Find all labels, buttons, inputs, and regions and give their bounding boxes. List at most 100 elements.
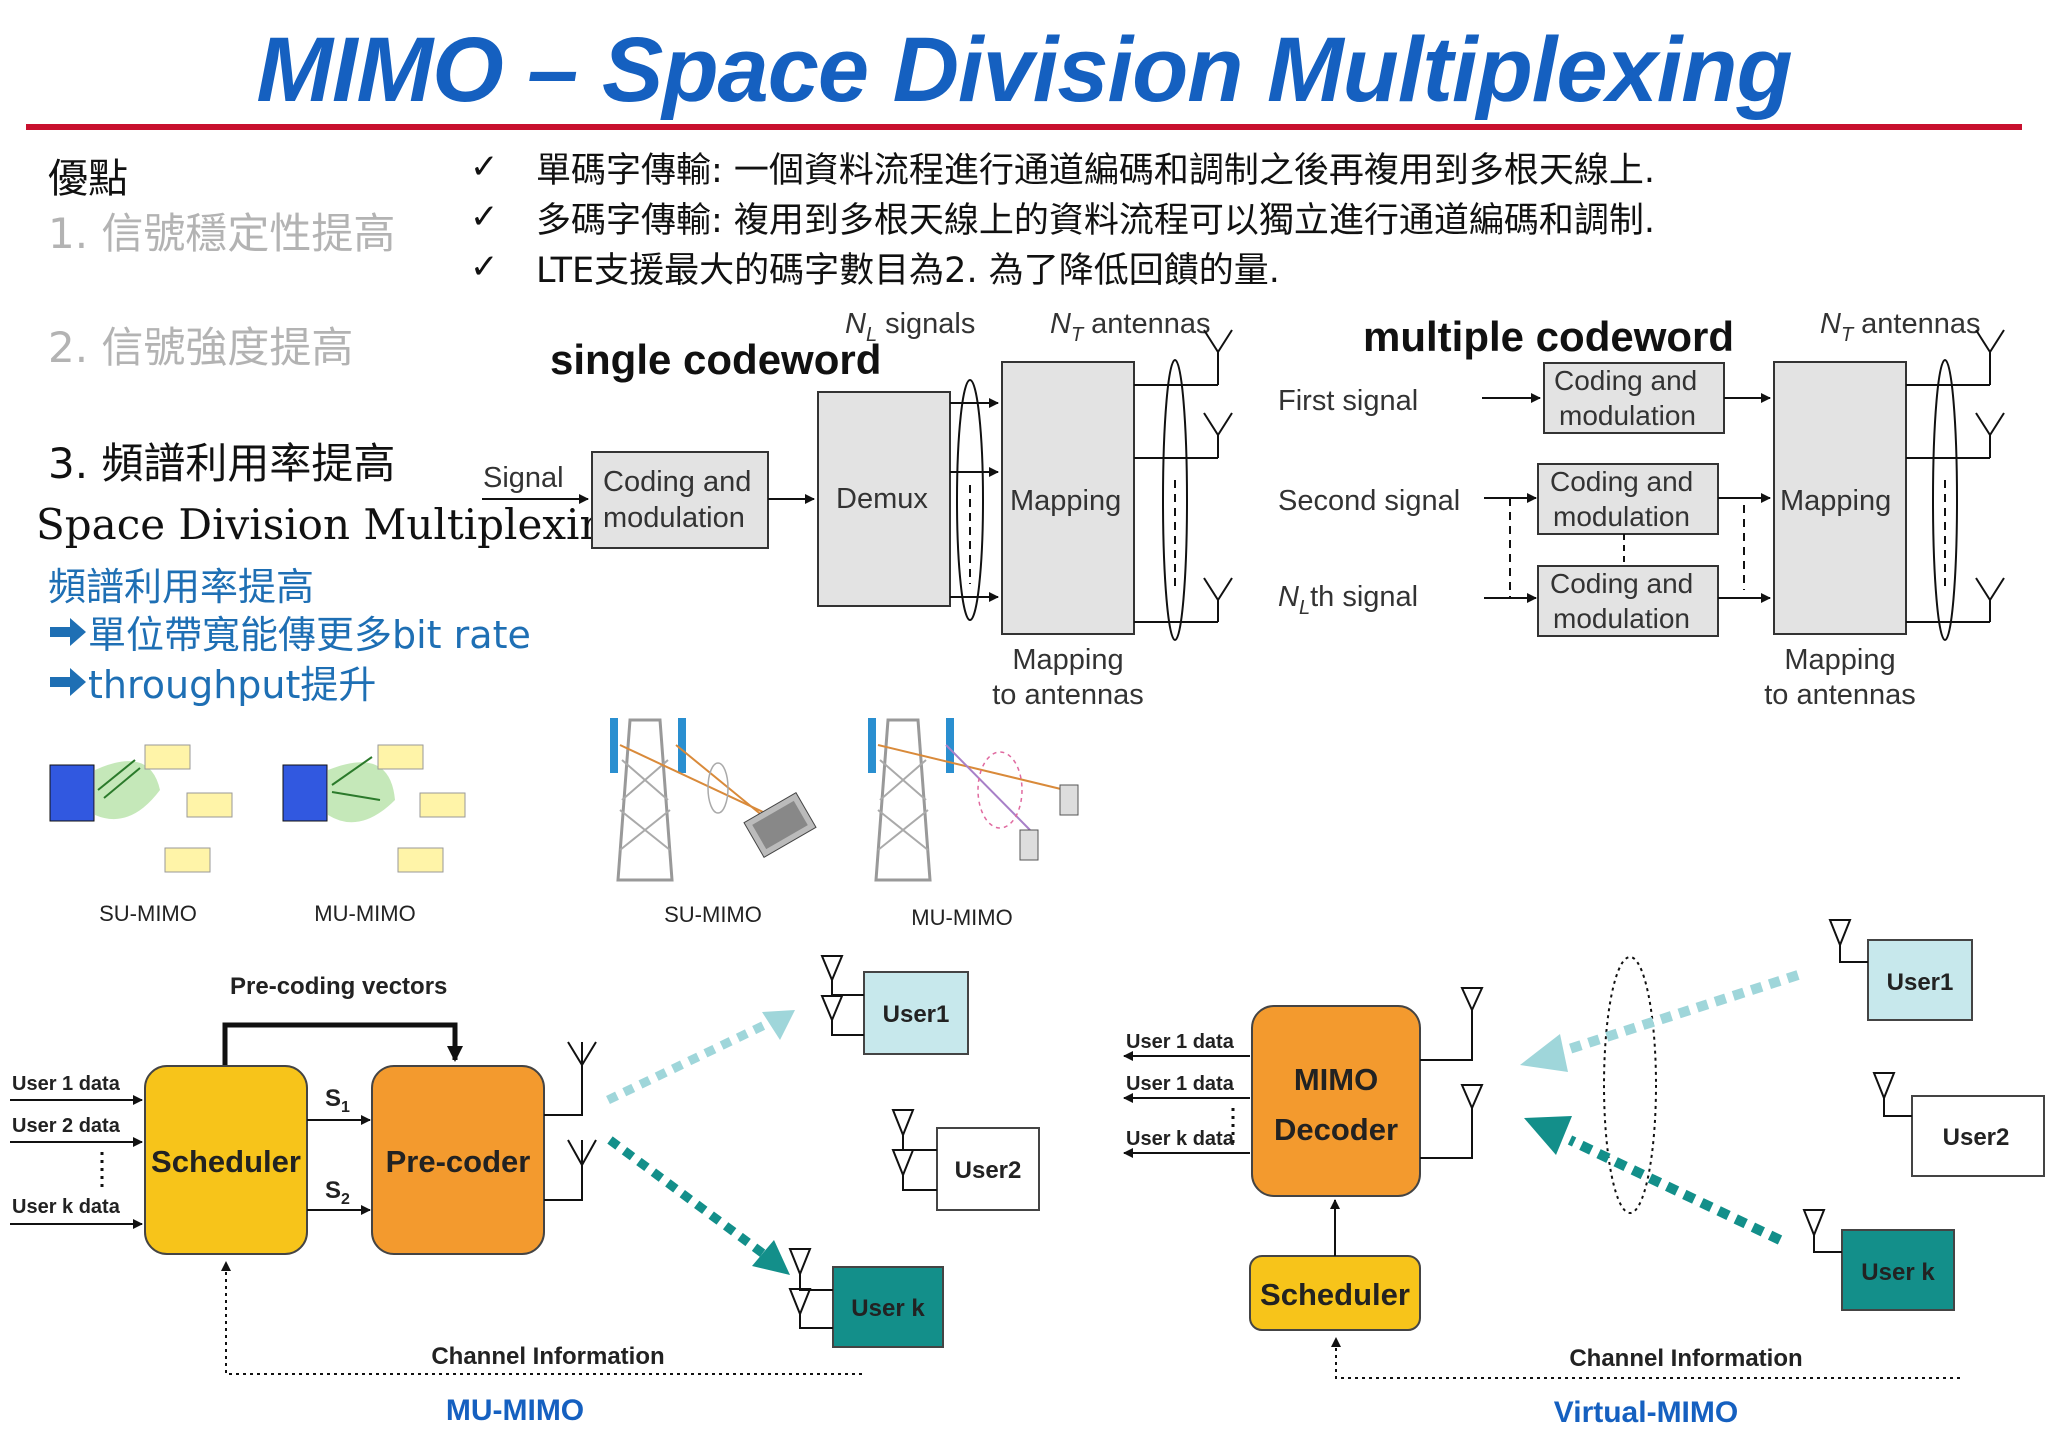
advantages-heading: 優點 <box>48 156 128 202</box>
user2-box <box>936 1127 1040 1211</box>
precoder-block <box>371 1065 545 1255</box>
antenna-icon <box>1203 577 1233 622</box>
svg-text:Coding and: Coding and <box>1550 568 1693 599</box>
checkmark-icon: ✓ <box>470 197 499 237</box>
svg-text:User 1 data: User 1 data <box>1126 1073 1235 1095</box>
svg-text:User k data: User k data <box>12 1196 121 1218</box>
svg-text:Channel Information: Channel Information <box>431 1343 664 1370</box>
slide-title: MIMO – Space Division Multiplexing <box>256 19 1792 121</box>
mu-mimo-caption: MU-MIMO <box>446 1394 584 1427</box>
antenna-icon <box>544 1041 597 1116</box>
check-text: LTE支援最大的碼字數目為2. 為了降低回饋的量. <box>536 250 1280 291</box>
virtual-mimo-diagram: User 1 data User 1 data User k data MIMO… <box>1123 919 2045 1429</box>
svg-text:to antennas: to antennas <box>1764 679 1916 711</box>
scheduler-block <box>144 1065 308 1255</box>
coding-modulation-block <box>591 451 769 549</box>
antenna-icon <box>1975 412 2005 458</box>
checkmark-icon: ✓ <box>470 147 499 187</box>
tower-icons: SU-MIMO MU-MIMO <box>610 718 1079 930</box>
precoding-vectors-label: Pre-coding vectors <box>230 973 447 1000</box>
svg-text:Mapping: Mapping <box>1012 644 1123 676</box>
svg-text:to antennas: to antennas <box>992 679 1144 711</box>
svg-text:First signal: First signal <box>1278 385 1418 417</box>
arrow-right-icon <box>50 667 86 696</box>
user2-box <box>1911 1095 2045 1177</box>
svg-text:SU-MIMO: SU-MIMO <box>664 902 762 927</box>
svg-text:User 1 data: User 1 data <box>12 1073 121 1095</box>
single-codeword-title: single codeword <box>550 336 881 383</box>
svg-text:modulation: modulation <box>1553 501 1690 532</box>
cell-tower-icon: SU-MIMO <box>610 718 817 927</box>
user1-box <box>1867 939 1973 1021</box>
svg-text:Channel Information: Channel Information <box>1569 1345 1802 1372</box>
sdm-point-1: 單位帶寬能傳更多bit rate <box>48 604 531 659</box>
userk-box <box>1841 1229 1955 1311</box>
userk-box <box>832 1266 944 1348</box>
svg-text:Decoder: Decoder <box>1274 1112 1398 1147</box>
sdm-heading: Space Division Multiplexing <box>36 500 634 549</box>
antenna-icon <box>1420 987 1484 1061</box>
arrow-right-icon <box>50 617 86 646</box>
svg-text:Mapping: Mapping <box>1010 485 1121 517</box>
antenna-icon <box>1203 412 1233 458</box>
svg-text:Coding and: Coding and <box>603 466 751 498</box>
su-mimo-label: SU-MIMO <box>99 901 197 926</box>
svg-text:Coding and: Coding and <box>1554 365 1697 396</box>
svg-text:NLth signal: NLth signal <box>1278 581 1418 619</box>
svg-text:modulation: modulation <box>603 502 745 534</box>
coding-modulation-block <box>1543 362 1725 434</box>
svg-text:User2: User2 <box>1943 1124 2010 1151</box>
svg-text:MIMO: MIMO <box>1294 1062 1378 1097</box>
advantage-item-1: 1. 信號穩定性提高 <box>48 209 396 258</box>
title-rule <box>26 124 2022 130</box>
svg-text:User k: User k <box>1861 1259 1935 1286</box>
user1-box <box>863 971 969 1055</box>
svg-text:modulation: modulation <box>1553 603 1690 634</box>
svg-text:User2: User2 <box>955 1157 1022 1184</box>
check-item: ✓ 多碼字傳輸: 複用到多根天線上的資料流程可以獨立進行通道編碼和調制. <box>470 192 1655 242</box>
svg-text:User 2 data: User 2 data <box>12 1115 121 1137</box>
sdm-point-2: throughput提升 <box>48 654 376 709</box>
svg-text:Second signal: Second signal <box>1278 485 1460 517</box>
svg-text:User k data: User k data <box>1126 1128 1235 1150</box>
cell-tower-icon: MU-MIMO <box>868 718 1079 930</box>
antenna-icon <box>544 1139 597 1201</box>
check-item: ✓ 單碼字傳輸: 一個資料流程進行通道編碼和調制之後再複用到多根天線上. <box>470 142 1655 192</box>
svg-text:modulation: modulation <box>1559 400 1696 431</box>
mimo-decoder-block <box>1251 1005 1421 1197</box>
signal-label: Signal <box>483 462 564 494</box>
svg-text:S1: S1 <box>325 1085 350 1116</box>
antenna-icon <box>1975 577 2005 622</box>
check-text: 單碼字傳輸: 一個資料流程進行通道編碼和調制之後再複用到多根天線上. <box>536 150 1656 191</box>
svg-text:User1: User1 <box>1887 969 1954 996</box>
multiple-codeword-title: multiple codeword <box>1363 313 1734 360</box>
svg-text:S2: S2 <box>325 1177 350 1208</box>
checkmark-icon: ✓ <box>470 247 499 287</box>
svg-text:Pre-coder: Pre-coder <box>386 1144 531 1179</box>
demux-block <box>817 391 951 607</box>
svg-text:Mapping: Mapping <box>1784 644 1895 676</box>
mapping-block <box>1773 361 1907 635</box>
antenna-icon <box>1420 1084 1484 1159</box>
svg-text:User k: User k <box>851 1295 925 1322</box>
svg-text:Scheduler: Scheduler <box>1260 1277 1410 1312</box>
mapping-block <box>1001 361 1135 635</box>
antenna-icon <box>1203 329 1233 385</box>
advantage-item-3: 3. 頻譜利用率提高 <box>48 439 396 488</box>
su-mu-icons: SU-MIMO MU-MIMO <box>49 744 466 926</box>
advantage-item-2: 2. 信號強度提高 <box>48 323 354 372</box>
svg-text:MU-MIMO: MU-MIMO <box>911 905 1012 930</box>
svg-text:Coding and: Coding and <box>1550 466 1693 497</box>
svg-text:Mapping: Mapping <box>1780 485 1891 517</box>
sdm-subtitle: 頻譜利用率提高 <box>48 565 315 609</box>
svg-text:User1: User1 <box>883 1001 950 1028</box>
svg-text:Scheduler: Scheduler <box>151 1144 301 1179</box>
check-item: ✓ LTE支援最大的碼字數目為2. 為了降低回饋的量. <box>470 242 1655 292</box>
check-list: ✓ 單碼字傳輸: 一個資料流程進行通道編碼和調制之後再複用到多根天線上. ✓ 多… <box>470 142 1655 292</box>
